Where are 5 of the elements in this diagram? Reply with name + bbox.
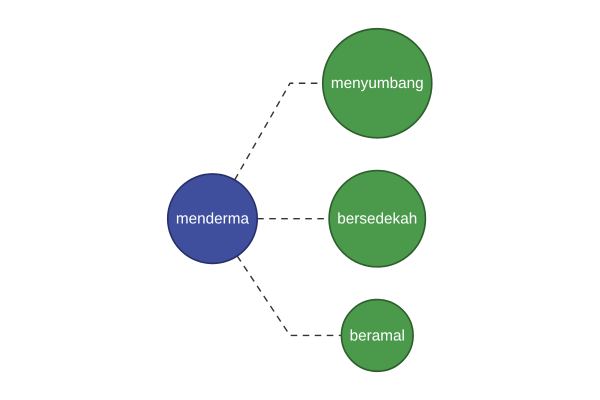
connector: [236, 256, 342, 336]
node-circle: bersedekah: [328, 170, 426, 268]
node-circle: menderma: [167, 173, 258, 264]
node-circle: menyumbang: [322, 28, 433, 139]
node-circle: beramal: [340, 298, 414, 372]
